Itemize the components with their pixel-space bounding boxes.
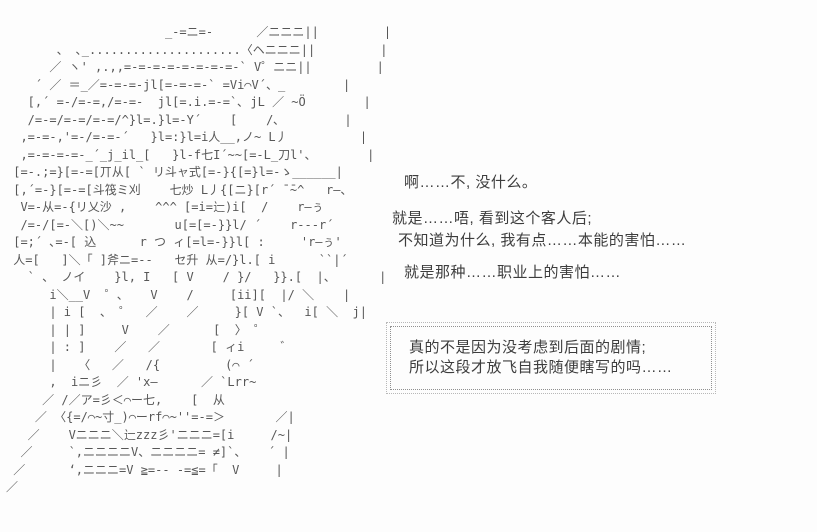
dialogue-line-2: 就是……唔, 看到这个客人后;	[392, 210, 593, 227]
dialogue-line-1: 啊……不, 没什么。	[404, 174, 538, 191]
dialogue-line-3: 不知道为什么, 我有点……本能的害怕……	[398, 232, 687, 249]
meta-commentary-line-1: 真的不是因为没考虑到后面的剧情;	[409, 339, 647, 356]
ascii-art-character: _-=ニ=- ／ニニニ|| | 、 ､_....................…	[6, 25, 392, 494]
dialogue-line-4: 就是那种……职业上的害怕……	[404, 264, 622, 281]
meta-commentary-line-2: 所以这段才放飞自我随便瞎写的吗……	[409, 359, 673, 376]
meta-commentary-box: 真的不是因为没考虑到后面的剧情; 所以这段才放飞自我随便瞎写的吗……	[386, 322, 716, 394]
